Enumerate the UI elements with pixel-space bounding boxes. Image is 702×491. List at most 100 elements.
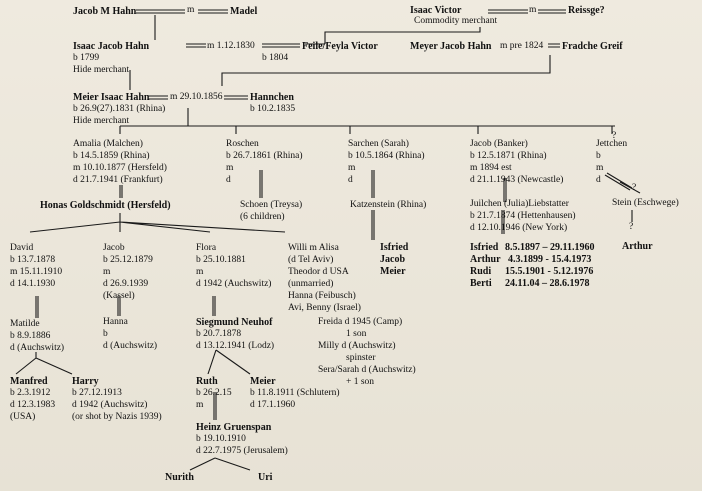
katzenstein: Katzenstein (Rhina) — [350, 200, 427, 210]
freida-line-4: spinster — [346, 353, 376, 363]
jacob-banker-death: d 21.1.1943 (Newcastle) — [470, 175, 564, 185]
willi-line-2: (d Tel Aviv) — [288, 255, 334, 265]
jacob-gs-death: d 26.9.1939 — [103, 279, 149, 289]
willi-line-3: Theodor d USA — [288, 267, 349, 277]
banker-child-rudi-dates: 15.5.1901 - 5.12.1976 — [505, 266, 594, 277]
freida-line-3: Milly d (Auchswitz) — [318, 341, 396, 351]
jacob-gs-marriage: m — [103, 267, 111, 277]
david-marriage: m 15.11.1910 — [10, 267, 63, 277]
banker-child-rudi: Rudi — [470, 266, 492, 277]
juilchen-birth: b 21.7.1874 (Hettenhausen) — [470, 211, 576, 221]
manfred-place: (USA) — [10, 412, 36, 422]
heinz-birth: b 19.10.1910 — [196, 434, 246, 444]
jettchen-birth: b — [596, 151, 601, 161]
meier-birth: b 26.9(27).1831 (Rhina) — [73, 104, 166, 114]
juilchen-death: d 12.10.1946 (New York) — [470, 223, 568, 233]
sarchen-death: d — [348, 175, 353, 185]
uri: Uri — [258, 472, 273, 483]
banker-child-berti: Berti — [470, 278, 492, 289]
jacob-banker-marriage: m 1894 est — [470, 163, 512, 173]
willi-line-1: Willi m Alisa — [288, 243, 339, 253]
hannchen: Hannchen — [250, 92, 294, 103]
manfred-death: d 12.3.1983 — [10, 400, 56, 410]
child-question-mark: ? — [629, 222, 634, 232]
roschen-birth: b 26.7.1861 (Rhina) — [226, 151, 303, 161]
sarchen-child-meier: Meier — [380, 266, 406, 277]
jettchen-question-mark: ? — [612, 131, 617, 141]
meyer-marriage: m pre 1824 — [500, 41, 544, 51]
isaac-jacob-hahn: Isaac Jacob Hahn — [73, 41, 150, 52]
freida-line-6: + 1 son — [346, 377, 375, 387]
sarchen-name: Sarchen (Sarah) — [348, 139, 409, 149]
meier-neuhof-death: d 17.1.1960 — [250, 400, 296, 410]
sarchen-birth: b 10.5.1864 (Rhina) — [348, 151, 425, 161]
madel: Madel — [230, 6, 258, 17]
feile-victor: Feile/Feyla Victor — [302, 41, 378, 52]
matilde-birth: b 8.9.1886 — [10, 331, 51, 341]
jacob-gs-death-place: (Kassel) — [103, 291, 135, 301]
nurith: Nurith — [165, 472, 194, 483]
amalia-death: d 21.7.1941 (Frankfurt) — [73, 175, 163, 185]
marriage-m-victor: m — [529, 5, 537, 15]
flora-death: d 1942 (Auchswitz) — [196, 279, 272, 289]
heinz-death: d 22.7.1975 (Jerusalem) — [196, 446, 288, 456]
flora-name: Flora — [196, 243, 217, 253]
david-birth: b 13.7.1878 — [10, 255, 56, 265]
ruth-marriage: m — [196, 400, 204, 410]
feile-birth: b 1804 — [262, 53, 289, 63]
stein-eschwege: Stein (Eschwege) — [612, 198, 679, 208]
jacob-m-hahn: Jacob M Hahn — [73, 6, 137, 17]
meier-occupation: Hide merchant — [73, 116, 130, 126]
siegmund-neuhof: Siegmund Neuhof — [196, 317, 273, 328]
jacob-gs-name: Jacob — [103, 243, 125, 253]
harry-note: (or shot by Nazis 1939) — [72, 412, 162, 422]
isaac-victor-occupation: Commodity merchant — [414, 16, 498, 26]
roschen-death: d — [226, 175, 231, 185]
hanna-death: d (Auchswitz) — [103, 341, 158, 351]
roschen-marriage: m — [226, 163, 234, 173]
manfred-name: Manfred — [10, 376, 48, 387]
harry-death: d 1942 (Auchswitz) — [72, 400, 148, 410]
spouse-question-mark: ? — [632, 183, 637, 193]
schoen-name: Schoen (Treysa) — [240, 200, 303, 210]
david-name: David — [10, 243, 34, 253]
banker-child-isfried: Isfried — [470, 242, 499, 253]
meyer-jacob-hahn: Meyer Jacob Hahn — [410, 41, 492, 52]
sarchen-child-jacob: Jacob — [380, 254, 405, 265]
matilde-death: d (Auchswitz) — [10, 343, 65, 353]
isaac-jacob-birth: b 1799 — [73, 53, 100, 63]
amalia-birth: b 14.5.1859 (Rhina) — [73, 151, 150, 161]
banker-child-berti-dates: 24.11.04 – 28.6.1978 — [505, 278, 590, 289]
willi-line-6: Avi, Benny (Israel) — [288, 303, 361, 313]
sarchen-child-isfried: Isfried — [380, 242, 409, 253]
hannchen-birth: b 10.2.1835 — [250, 104, 296, 114]
matilde-name: Matilde — [10, 319, 40, 329]
juilchen-name: Juilchen (Julia)Liebstatter — [470, 199, 569, 209]
flora-birth: b 25.10.1881 — [196, 255, 246, 265]
heinz-gruenspan: Heinz Gruenspan — [196, 422, 272, 433]
siegmund-death: d 13.12.1941 (Lodz) — [196, 341, 275, 351]
ruth-name: Ruth — [196, 376, 218, 387]
amalia-marriage: m 10.10.1877 (Hersfeld) — [73, 163, 167, 173]
banker-child-arthur-dates: 4.3.1899 - 15.4.1973 — [508, 254, 592, 265]
harry-name: Harry — [72, 376, 99, 387]
jacob-banker-birth: b 12.5.1871 (Rhina) — [470, 151, 547, 161]
jettchen-marriage: m — [596, 163, 604, 173]
flora-marriage: m — [196, 267, 204, 277]
freida-line-2: 1 son — [346, 329, 367, 339]
fradche-greif: Fradche Greif — [562, 41, 623, 52]
harry-birth: b 27.12.1913 — [72, 388, 122, 398]
jettchen-name: Jettchen — [596, 139, 628, 149]
hanna-birth: b — [103, 329, 108, 339]
banker-child-isfried-dates: 8.5.1897 – 29.11.1960 — [505, 242, 595, 253]
isaac-feile-marriage-date: m 1.12.1830 — [207, 41, 255, 51]
arthur-stein: Arthur — [622, 241, 653, 252]
isaac-jacob-occupation: Hide merchant — [73, 65, 130, 75]
meier-neuhof-birth: b 11.8.1911 (Schlutern) — [250, 388, 340, 398]
sarchen-marriage: m — [348, 163, 356, 173]
meier-hannchen-marriage-date: m 29.10.1856 — [170, 92, 223, 102]
david-death: d 14.1.1930 — [10, 279, 56, 289]
amalia-name: Amalia (Malchen) — [73, 139, 143, 149]
